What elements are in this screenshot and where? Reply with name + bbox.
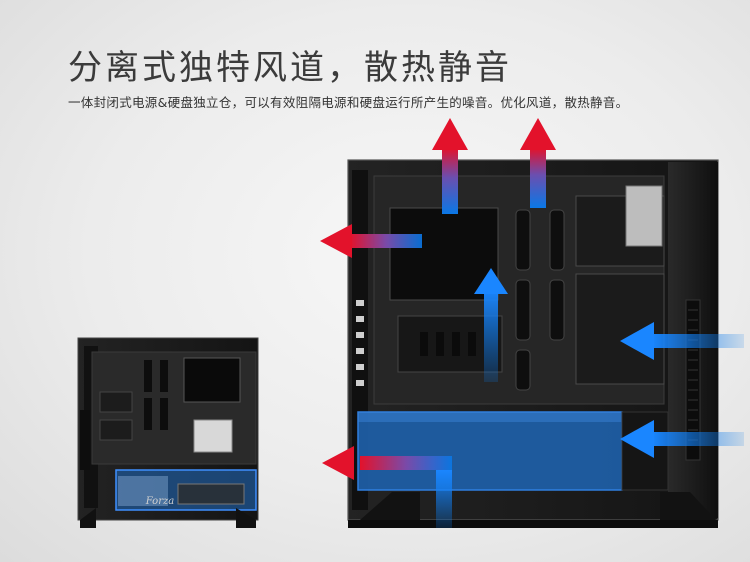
small-case-cpu-cutout — [183, 357, 241, 403]
small-case-bracket — [193, 419, 233, 453]
internal-airflow-arrow — [474, 268, 508, 382]
page-headline: 分离式独特风道，散热静音 — [68, 48, 512, 88]
exhaust-arrow-rear — [320, 224, 422, 258]
small-case-brand-label: Forza — [145, 496, 174, 507]
psu-airflow-arrow — [322, 446, 452, 528]
large-case-foot-front — [660, 492, 716, 528]
large-case-cpu-cutout — [389, 207, 499, 301]
large-case-foot-rear — [360, 492, 420, 528]
intake-arrow-front-lower — [620, 420, 744, 458]
intake-arrow-front-upper — [620, 322, 744, 360]
exhaust-arrow-top-left — [432, 118, 468, 214]
exhaust-arrow-top-right — [520, 118, 556, 208]
page-subline: 一体封闭式电源&硬盘独立仓，可以有效阻隔电源和硬盘运行所产生的噪音。优化风道，散… — [68, 95, 629, 110]
large-case-psu-shroud — [357, 411, 623, 491]
small-case — [77, 337, 259, 528]
